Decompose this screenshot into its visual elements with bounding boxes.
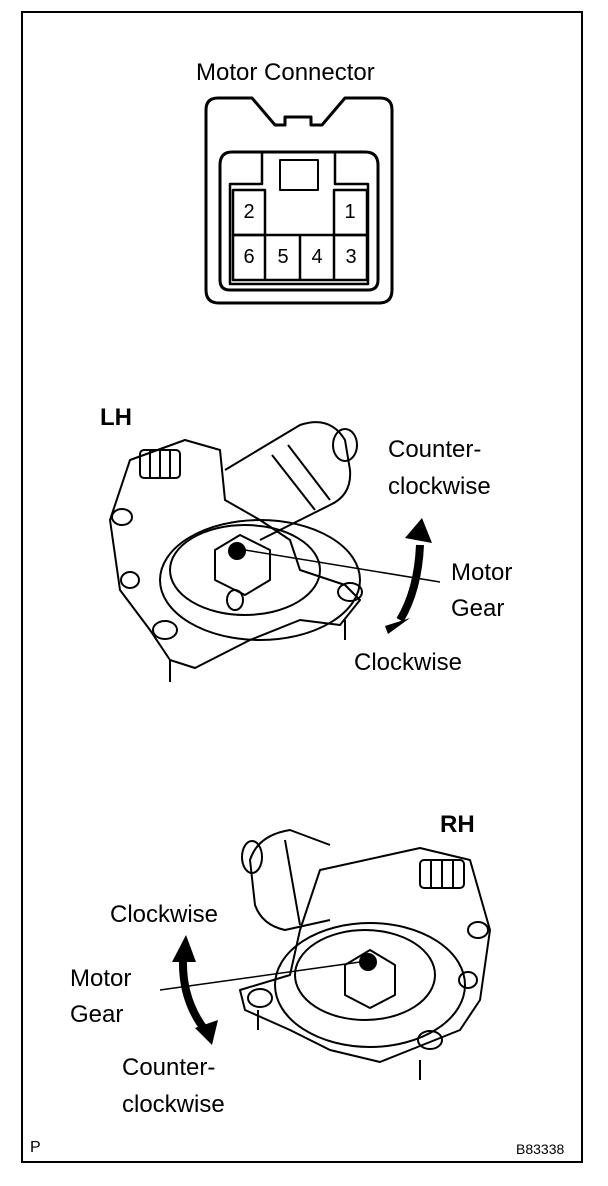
motor-connector-drawing (204, 96, 394, 305)
rh-ccw-arrowhead (195, 1020, 218, 1045)
pin-5-label: 5 (277, 246, 289, 268)
pin-6-label: 6 (243, 246, 255, 268)
lh-clockwise: Clockwise (354, 649, 463, 676)
rh-motor-gear-line2: Gear (70, 1001, 124, 1028)
footer-left-code: P (30, 1139, 41, 1156)
rh-cw-arrowhead (172, 935, 196, 962)
rh-counterclockwise-line1: Counter- (122, 1054, 216, 1081)
diagram-frame (21, 11, 583, 1163)
pin-3-label: 3 (345, 246, 357, 268)
rh-actuator-drawing (159, 829, 491, 1080)
rh-rotation-arrowheads (172, 935, 218, 1045)
lh-rotation-arrowheads (385, 518, 432, 634)
lh-ccw-arrowhead (405, 518, 432, 543)
lh-counterclockwise-line1: Counter- (388, 436, 482, 463)
pin-2-label: 2 (243, 201, 255, 223)
lh-label: LH (100, 404, 132, 431)
figure-id: B83338 (516, 1141, 565, 1157)
lh-motor-gear-line2: Gear (451, 595, 505, 622)
rh-clockwise: Clockwise (110, 901, 219, 928)
lh-actuator-drawing (109, 421, 441, 682)
pin-4-label: 4 (311, 246, 323, 268)
rh-counterclockwise-line2: clockwise (122, 1091, 225, 1118)
rh-label: RH (440, 811, 475, 838)
rh-motor-gear-line1: Motor (70, 965, 132, 992)
pin-1-label: 1 (344, 201, 356, 223)
lh-cw-arrowhead (385, 618, 410, 634)
lh-motor-gear-line1: Motor (451, 559, 513, 586)
lh-counterclockwise-line2: clockwise (388, 473, 491, 500)
connector-title: Motor Connector (196, 59, 375, 86)
